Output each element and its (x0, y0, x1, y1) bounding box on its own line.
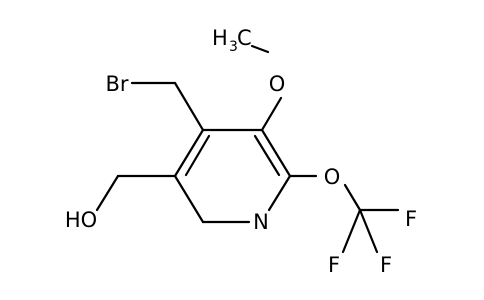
bond-c3-o-methoxy (260, 96, 283, 132)
atom-labels: Br H 3 C O HO N O F F F (65, 26, 417, 277)
bond-o-cf3 (343, 183, 362, 212)
bond-c-f-bottom-left (341, 208, 362, 254)
bond-c4-ch2br (173, 81, 205, 132)
fluorine-bottom-right-label: F (380, 253, 392, 277)
bond-c2-c3-inner (253, 134, 281, 177)
bromine-label: Br (105, 72, 128, 96)
bond-c-f-bottom-right (358, 208, 379, 254)
bond-c5-c4 (173, 128, 205, 178)
trifluoromethoxy-oxygen-label: O (324, 165, 341, 189)
hydroxyl-label: HO (65, 208, 97, 232)
bond-c2-n (267, 174, 292, 212)
fluorine-bottom-left-label: F (328, 253, 340, 277)
methoxy-oxygen-label: O (269, 72, 286, 96)
methyl-c-label: C (237, 26, 252, 50)
methyl-subscript: 3 (229, 39, 238, 55)
bond-c3-c2 (260, 128, 292, 178)
fluorine-right-label: F (405, 207, 417, 231)
substituent-bonds (95, 44, 400, 254)
bond-o-methyl (250, 44, 270, 54)
bond-c6-c5 (173, 174, 205, 224)
bond-c5-c4-inner (184, 134, 211, 177)
pyridine-ring (173, 128, 292, 224)
methyl-h-label: H (212, 26, 228, 50)
bond-ch2-oh (95, 174, 120, 212)
nitrogen-label: N (253, 210, 269, 234)
